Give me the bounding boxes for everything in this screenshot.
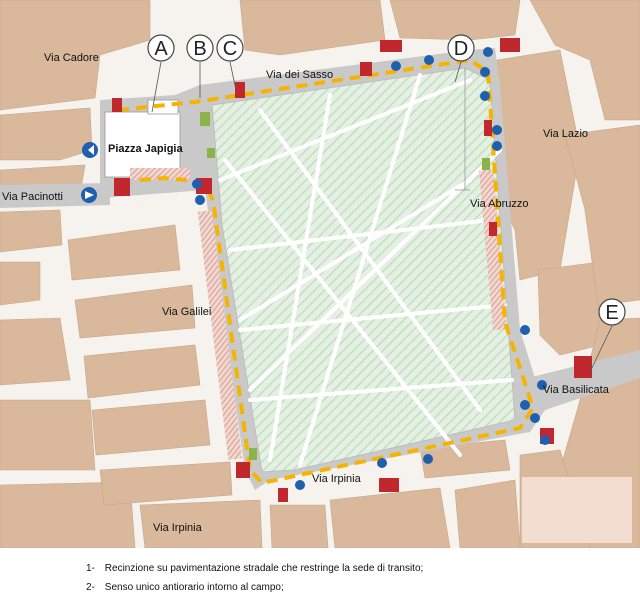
label-via-irpinia-south: Via Irpinia [312, 473, 362, 485]
label-via-abruzzo: Via Abruzzo [470, 198, 529, 210]
label-via-basilicata: Via Basilicata [543, 384, 610, 396]
label-via-irpinia-bottom: Via Irpinia [153, 522, 203, 534]
sports-field [211, 67, 516, 473]
label-via-galilei: Via Galilei [162, 306, 211, 318]
green-markers [200, 112, 490, 460]
label-via-cadore: Via Cadore [44, 52, 99, 64]
piazza-japigia-block [104, 111, 181, 178]
svg-text:A: A [154, 38, 168, 60]
letter-markers: A B C D E [147, 34, 626, 373]
fence-strips [130, 168, 507, 460]
legend-item-2: 2- Senso unico antiorario intorno al cam… [86, 582, 284, 593]
info-box [522, 477, 632, 543]
label-via-lazio: Via Lazio [543, 128, 588, 140]
label-piazza-japigia: Piazza Japigia [108, 143, 183, 155]
legend-text: Recinzione su pavimentazione stradale ch… [104, 563, 424, 574]
legend-item-1: 1- Recinzione su pavimentazione stradale… [86, 563, 423, 574]
marker-b: B [186, 34, 214, 98]
legend: 1- Recinzione su pavimentazione stradale… [0, 548, 640, 612]
label-via-dei-sasso: Via dei Sasso [266, 69, 333, 81]
marker-a: A [147, 34, 175, 113]
one-way-route [117, 58, 535, 485]
legend-num: 1- [86, 563, 95, 574]
marker-e: E [589, 298, 626, 373]
marker-c: C [216, 34, 244, 91]
svg-text:D: D [454, 38, 468, 60]
marker-d: D [447, 34, 475, 83]
street-labels: Via Cadore Piazza Japigia Via Pacinotti … [2, 52, 610, 534]
label-via-pacinotti: Via Pacinotti [2, 191, 63, 203]
legend-text: Senso unico antiorario intorno al campo; [104, 582, 284, 593]
building-blocks [0, 0, 640, 548]
site-map: A B C D E Via Cadore Piazza Japigia Via … [0, 0, 640, 548]
svg-text:B: B [193, 38, 206, 60]
svg-text:E: E [605, 302, 618, 324]
svg-text:C: C [223, 38, 237, 60]
legend-num: 2- [86, 582, 95, 593]
one-way-arrow-signs [81, 47, 550, 490]
